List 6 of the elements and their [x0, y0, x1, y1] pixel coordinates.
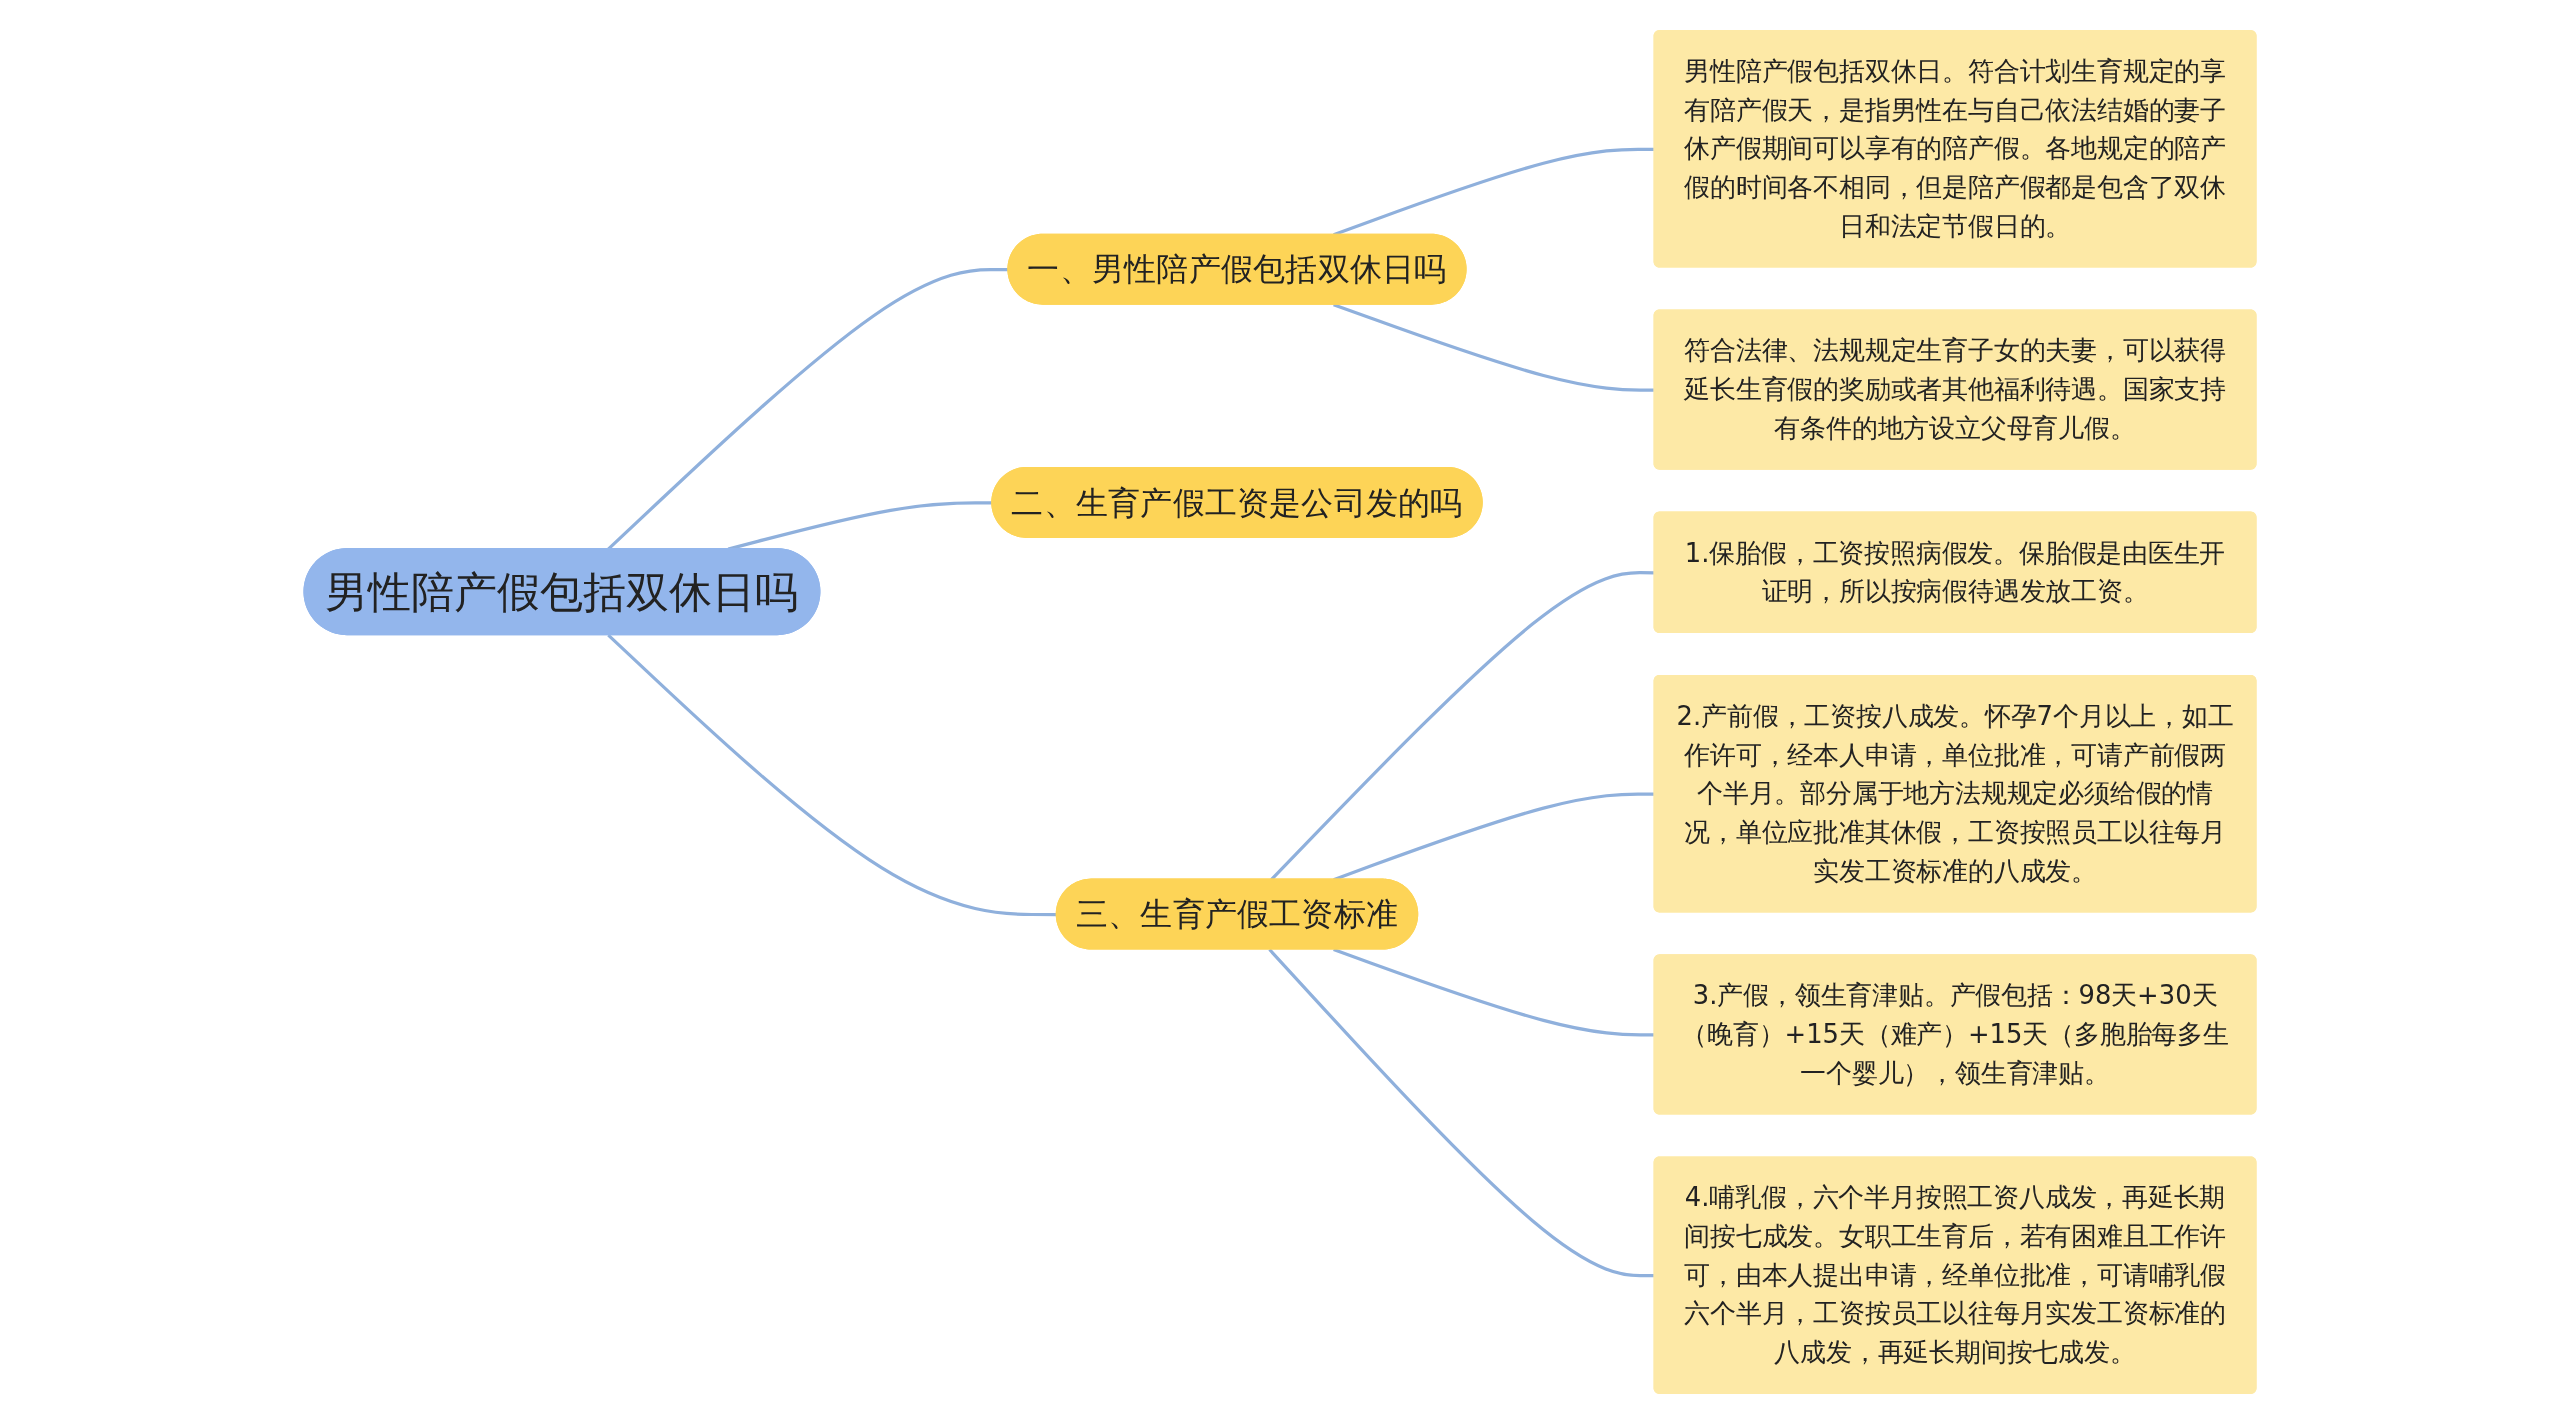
- connector: [1333, 302, 1655, 392]
- connector: [1333, 947, 1655, 1037]
- connector: [607, 267, 1009, 550]
- connector: [1268, 947, 1655, 1277]
- mind-map: 男性陪产假包括双休日吗 一、男性陪产假包括双休日吗 男性陪产假包括双休日。符合计划生育规定的享有陪产假天，是指男性在与自己依法结婚的妻子休产假期间可以享有的陪产假。各地规定的陪产假的时间各不相同，但是陪产假都是包含了双休日和法定节假日的。 符合法律、法规规定生育子女的夫妻，可以获得延长生育假的奖励或者其他福利待遇。国家支持有条件的地方设立父母育儿假。 二、生育产假工资是公司发的吗 三、生育产假工资标准 1.保胎假，工资按照病假发。保胎假是由医生开证明，所以按病假待遇发放工资。 2.产前假，工资按八成发。怀孕7个月以上，如工作许可，经本人申请，单位批准，可请产前假两个半月。部分属于地方法规规定必须给假的情况，单位应批准其休假，工资按照员工以往每月实发工资标准的八成发。 3.产假，领生育津贴。产假包括：98天+30天（晚育）+15天（难产）+15天（多胞胎每多生一个婴儿），领生育津贴。 4.哺乳假，六个半月按照工资八成发，再延长期间按七成发。女职工生育后，若有困难且工作许可，由本人提出申请，经单位批准，可请哺乳假六个半月，工资按员工以往每月实发工资标准的八成发，再延长期间按七成发。: [30, 21, 2530, 1402]
- connector: [607, 633, 1057, 916]
